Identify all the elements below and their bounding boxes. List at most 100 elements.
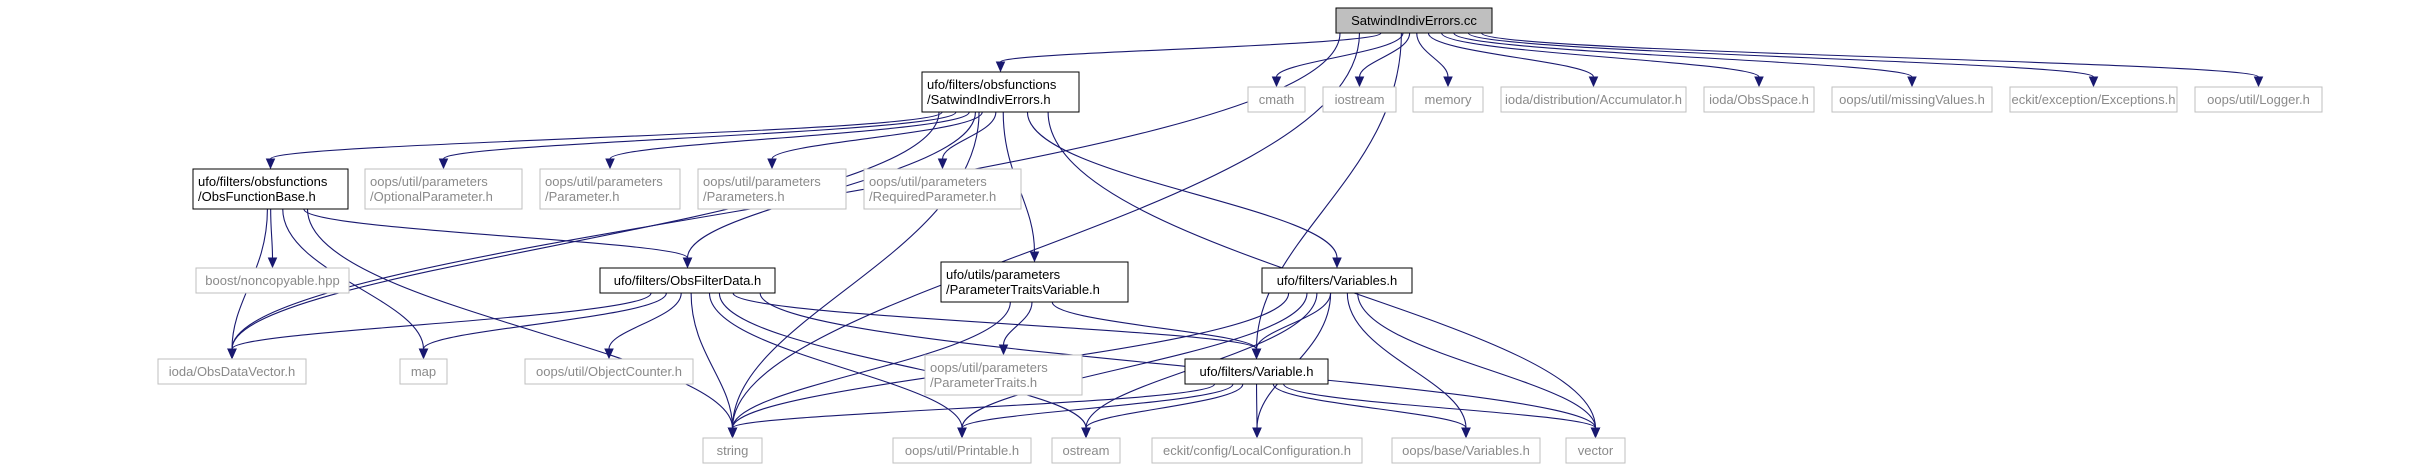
edge-sie_h-to-param xyxy=(605,111,970,170)
node-reqparam: oops/util/parameters/RequiredParameter.h xyxy=(863,168,1022,210)
node-box xyxy=(2009,86,2178,113)
node-box xyxy=(195,267,350,294)
edge-sie_h-to-odv xyxy=(227,111,940,360)
node-label: vector xyxy=(1578,443,1614,458)
node-label: oops/util/missingValues.h xyxy=(1839,92,1985,107)
edge-fvar-to-ostream xyxy=(1081,383,1244,439)
edge-root-to-iostream xyxy=(1354,32,1411,88)
node-box xyxy=(399,358,448,385)
node-label: ufo/filters/Variables.h xyxy=(1277,273,1397,288)
node-label: ioda/ObsSpace.h xyxy=(1709,92,1809,107)
node-label: ufo/filters/ObsFilterData.h xyxy=(614,273,761,288)
node-ptv[interactable]: ufo/utils/parameters/ParameterTraitsVari… xyxy=(940,261,1129,303)
node-logger: oops/util/Logger.h xyxy=(2194,86,2323,113)
node-box xyxy=(1322,86,1397,113)
node-sie_h[interactable]: ufo/filters/obsfunctions/SatwindIndivErr… xyxy=(921,71,1080,113)
node-label: ufo/filters/obsfunctions xyxy=(198,174,328,189)
edge-ofd-to-objcounter xyxy=(604,292,682,360)
edge-root-to-sie_h xyxy=(995,32,1382,73)
edge-ofb-to-noncopy xyxy=(267,208,278,269)
node-box xyxy=(892,437,1032,464)
edge-ofd-to-string xyxy=(690,292,738,439)
node-label: oops/util/parameters xyxy=(869,174,987,189)
node-box xyxy=(1703,86,1815,113)
node-memory: memory xyxy=(1412,86,1484,113)
node-ostream: ostream xyxy=(1051,437,1121,464)
node-box xyxy=(1565,437,1626,464)
edge-sie_h-to-ofb xyxy=(265,111,943,170)
edge-root-to-logger xyxy=(1481,32,2264,88)
node-box xyxy=(2194,86,2323,113)
node-box xyxy=(192,168,349,210)
node-iostream: iostream xyxy=(1322,86,1397,113)
node-label: SatwindIndivErrors.cc xyxy=(1351,13,1477,28)
node-label: /Parameters.h xyxy=(703,189,785,204)
node-missing: oops/util/missingValues.h xyxy=(1831,86,1993,113)
edge-root-to-accum xyxy=(1427,32,1599,88)
edge-sie_h-to-reqparam xyxy=(937,111,997,170)
node-label: /OptionalParameter.h xyxy=(370,189,493,204)
node-label: ufo/filters/obsfunctions xyxy=(927,77,1057,92)
node-label: /ParameterTraits.h xyxy=(930,375,1037,390)
node-objcounter: oops/util/ObjectCounter.h xyxy=(524,358,694,385)
node-label: /ParameterTraitsVariable.h xyxy=(946,282,1100,297)
node-vector: vector xyxy=(1565,437,1626,464)
edge-fvars-to-basevars xyxy=(1346,292,1471,439)
node-box xyxy=(524,358,694,385)
node-box xyxy=(539,168,681,210)
node-label: /Parameter.h xyxy=(545,189,619,204)
node-optparam: oops/util/parameters/OptionalParameter.h xyxy=(364,168,523,210)
edge-fvar-to-vector xyxy=(1283,383,1601,439)
node-box xyxy=(364,168,523,210)
node-box xyxy=(599,267,776,294)
node-box xyxy=(1247,86,1306,113)
edge-ptv-to-fvar xyxy=(1051,301,1262,360)
node-label: /SatwindIndivErrors.h xyxy=(927,92,1051,107)
edge-sie_h-to-optparam xyxy=(438,111,957,170)
node-box xyxy=(921,71,1080,113)
node-fvar[interactable]: ufo/filters/Variable.h xyxy=(1184,358,1329,385)
node-params: oops/util/parameters/Parameters.h xyxy=(697,168,847,210)
node-label: oops/util/parameters xyxy=(545,174,663,189)
node-label: eckit/exception/Exceptions.h xyxy=(2011,92,2175,107)
node-label: eckit/config/LocalConfiguration.h xyxy=(1163,443,1351,458)
node-fvars[interactable]: ufo/filters/Variables.h xyxy=(1261,267,1413,294)
edge-root-to-obsspace xyxy=(1441,32,1764,88)
edge-ofb-to-ofd xyxy=(303,208,693,269)
node-root[interactable]: SatwindIndivErrors.cc xyxy=(1335,7,1493,34)
node-label: oops/util/parameters xyxy=(370,174,488,189)
node-noncopy: boost/noncopyable.hpp xyxy=(195,267,350,294)
node-param: oops/util/parameters/Parameter.h xyxy=(539,168,681,210)
node-label: ostream xyxy=(1063,443,1110,458)
node-label: ioda/distribution/Accumulator.h xyxy=(1505,92,1682,107)
node-ofb[interactable]: ufo/filters/obsfunctions/ObsFunctionBase… xyxy=(192,168,349,210)
node-label: string xyxy=(717,443,749,458)
node-string: string xyxy=(702,437,763,464)
node-box xyxy=(1335,7,1493,34)
node-odv: ioda/ObsDataVector.h xyxy=(157,358,307,385)
node-printable: oops/util/Printable.h xyxy=(892,437,1032,464)
edge-fvars-to-fvar xyxy=(1251,292,1332,360)
node-cmath: cmath xyxy=(1247,86,1306,113)
node-box xyxy=(1391,437,1541,464)
node-box xyxy=(1151,437,1363,464)
edge-root-to-cmath xyxy=(1271,32,1404,88)
node-box xyxy=(697,168,847,210)
edge-fvar-to-printable xyxy=(957,383,1234,439)
node-basevars: oops/base/Variables.h xyxy=(1391,437,1541,464)
node-box xyxy=(157,358,307,385)
node-label: oops/util/parameters xyxy=(703,174,821,189)
node-ofd[interactable]: ufo/filters/ObsFilterData.h xyxy=(599,267,776,294)
nodes-layer: SatwindIndivErrors.cc ufo/filters/obsfunc… xyxy=(157,7,2323,464)
node-localconf: eckit/config/LocalConfiguration.h xyxy=(1151,437,1363,464)
edge-fvar-to-basevars xyxy=(1272,383,1471,439)
edge-ofd-to-map xyxy=(418,292,667,360)
node-box xyxy=(1412,86,1484,113)
edge-ofd-to-fvar xyxy=(732,292,1262,360)
node-box xyxy=(940,261,1129,303)
edge-root-to-missing xyxy=(1453,32,1917,88)
node-label: /RequiredParameter.h xyxy=(869,189,996,204)
node-label: /ObsFunctionBase.h xyxy=(198,189,316,204)
node-box xyxy=(1831,86,1993,113)
